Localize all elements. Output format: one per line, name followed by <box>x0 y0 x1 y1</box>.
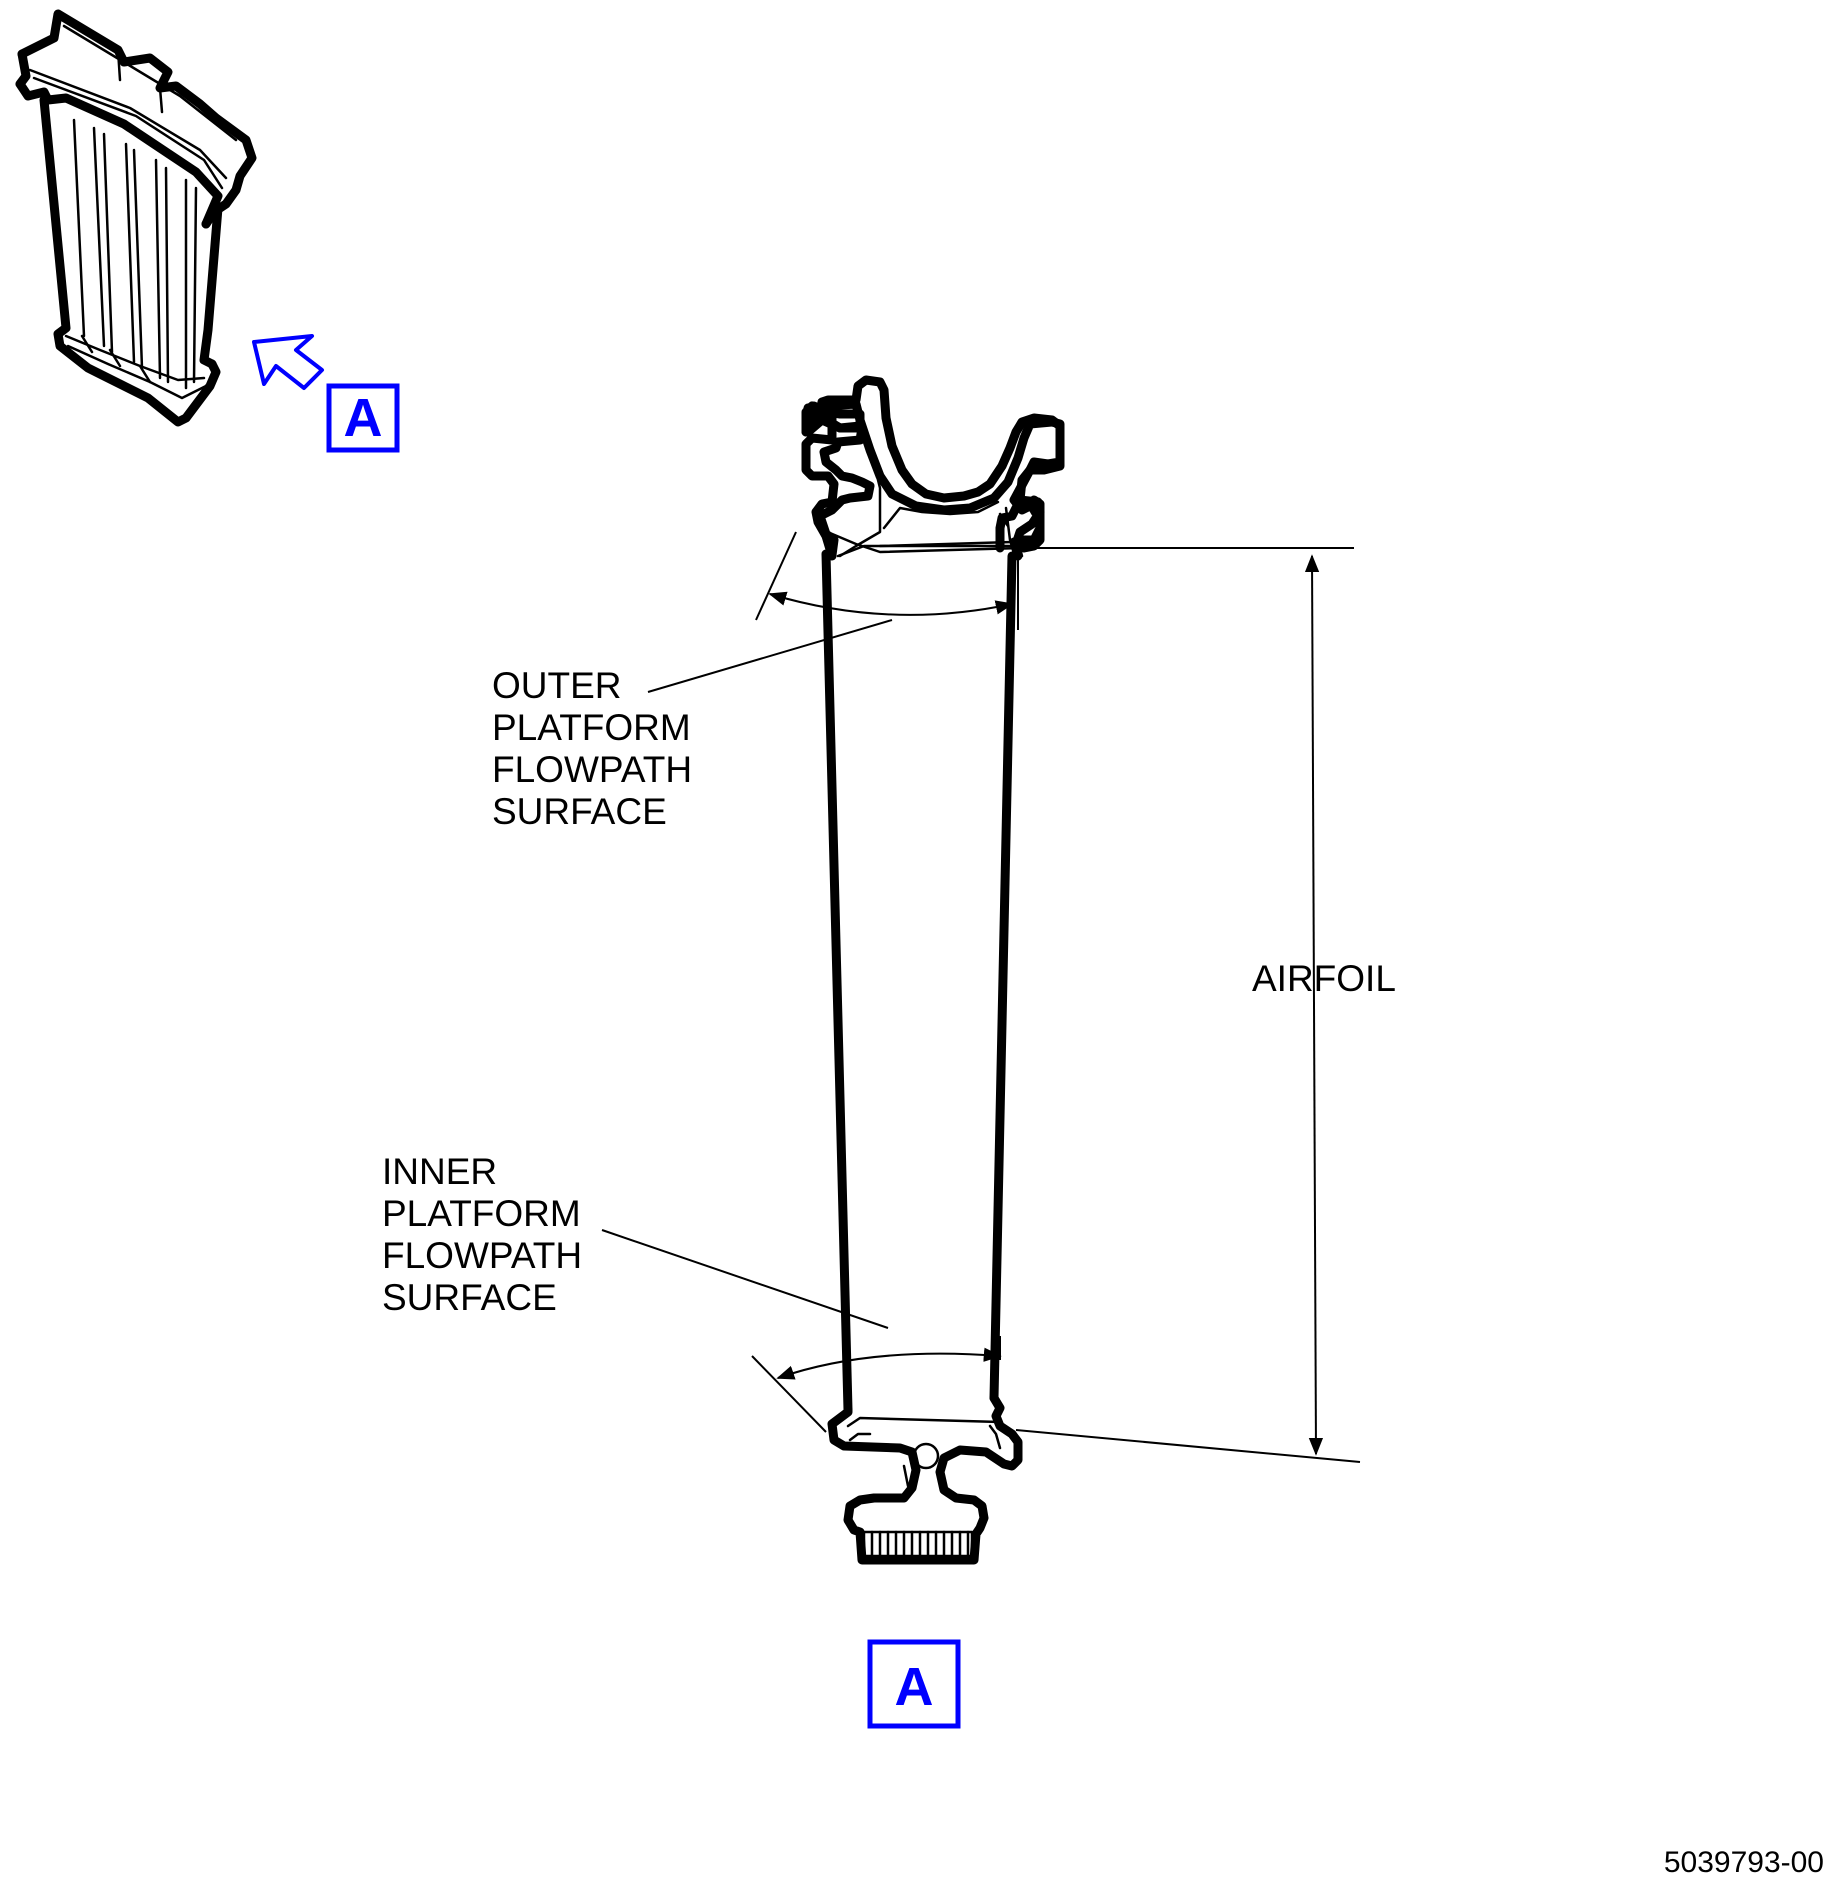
view-callout-box: A <box>326 383 400 453</box>
outer-platform-angle-dimension <box>755 531 1019 630</box>
honeycomb-seal <box>870 1530 970 1558</box>
outer-platform-label-line-3: FLOWPATH <box>492 749 692 790</box>
airfoil-label: AIRFOIL <box>1252 958 1396 999</box>
airfoil-length-dimension <box>1015 547 1361 1463</box>
vane-section-view <box>801 375 1065 1565</box>
isometric-vane-segment <box>15 9 257 427</box>
inner-platform-label-line-3: FLOWPATH <box>382 1235 582 1276</box>
inner-platform-label-line-2: PLATFORM <box>382 1193 581 1234</box>
inner-platform-label: INNER PLATFORM FLOWPATH SURFACE <box>382 1151 582 1318</box>
outer-platform-label-line-4: SURFACE <box>492 791 667 832</box>
outer-platform-label-line-2: PLATFORM <box>492 707 691 748</box>
view-label-letter: A <box>895 1657 934 1717</box>
view-direction-arrow <box>252 334 324 390</box>
inner-platform-label-line-1: INNER <box>382 1151 497 1192</box>
outer-platform-leader <box>647 619 893 693</box>
outer-platform-label: OUTER PLATFORM FLOWPATH SURFACE <box>492 665 692 832</box>
inner-platform-label-line-4: SURFACE <box>382 1277 557 1318</box>
outer-platform-label-line-1: OUTER <box>492 665 622 706</box>
figure-number: 5039793-00 <box>1664 1846 1824 1879</box>
view-callout-letter: A <box>344 388 383 448</box>
view-label-box: A <box>867 1639 961 1729</box>
inner-platform-leader <box>601 1229 889 1329</box>
inner-platform-angle-dimension <box>751 1336 1002 1433</box>
